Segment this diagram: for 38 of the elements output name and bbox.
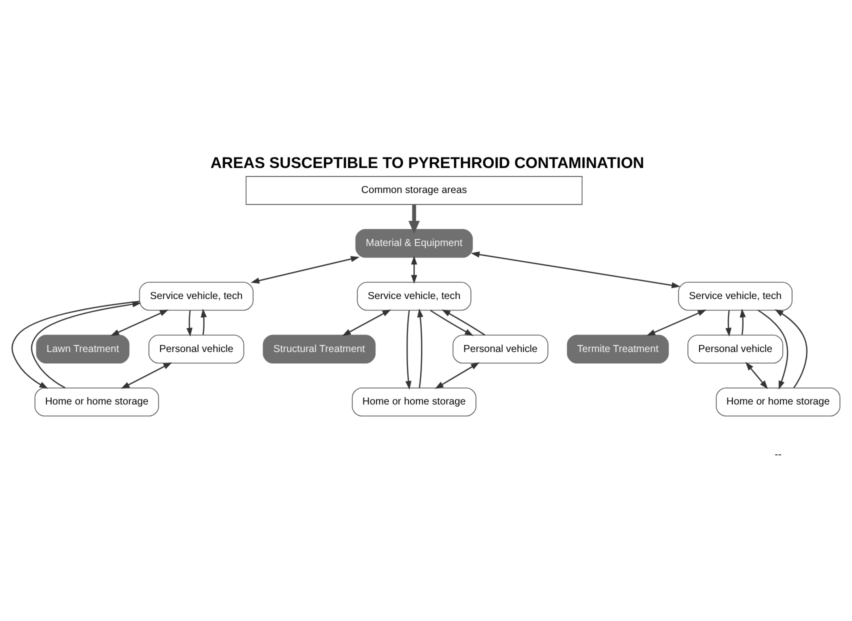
arrow: [342, 308, 392, 336]
node-box: Home or home storage: [716, 387, 840, 416]
node-box: Common storage areas: [246, 176, 582, 204]
arrow: [442, 308, 486, 336]
arrow: [417, 308, 424, 388]
arrow: [758, 309, 788, 390]
arrow: [470, 251, 680, 288]
arrow: [30, 300, 142, 388]
arrow: [646, 309, 707, 336]
arrow: [408, 204, 420, 234]
arrow: [774, 308, 808, 388]
label: --: [774, 449, 782, 460]
node-box: Structural Treatment: [262, 334, 376, 363]
arrow: [434, 362, 480, 388]
node-box: Personal vehicle: [688, 334, 784, 363]
arrow: [250, 256, 360, 284]
arrow: [740, 308, 746, 334]
node-box: Termite Treatment: [566, 334, 669, 363]
node-box: Home or home storage: [34, 387, 159, 416]
node-box: Material & Equipment: [355, 228, 473, 258]
arrow: [745, 361, 768, 389]
diagram-title: AREAS SUSCEPTIBLE TO PYRETHROID CONTAMINATION: [210, 154, 644, 172]
arrow: [411, 255, 418, 284]
node-box: Personal vehicle: [148, 334, 244, 363]
arrow: [186, 310, 192, 336]
node-box: Home or home storage: [352, 387, 476, 416]
arrow: [405, 310, 412, 390]
arrow: [200, 308, 207, 334]
arrow: [120, 362, 172, 388]
node-box: Service vehicle, tech: [356, 281, 472, 310]
arrow: [725, 310, 732, 336]
arrow: [12, 300, 140, 388]
node-box: Personal vehicle: [452, 334, 548, 363]
node-box: Lawn Treatment: [36, 334, 130, 363]
node-box: Service vehicle, tech: [139, 281, 254, 310]
arrow: [110, 309, 169, 336]
node-box: Service vehicle, tech: [678, 281, 792, 310]
arrow: [430, 309, 474, 336]
